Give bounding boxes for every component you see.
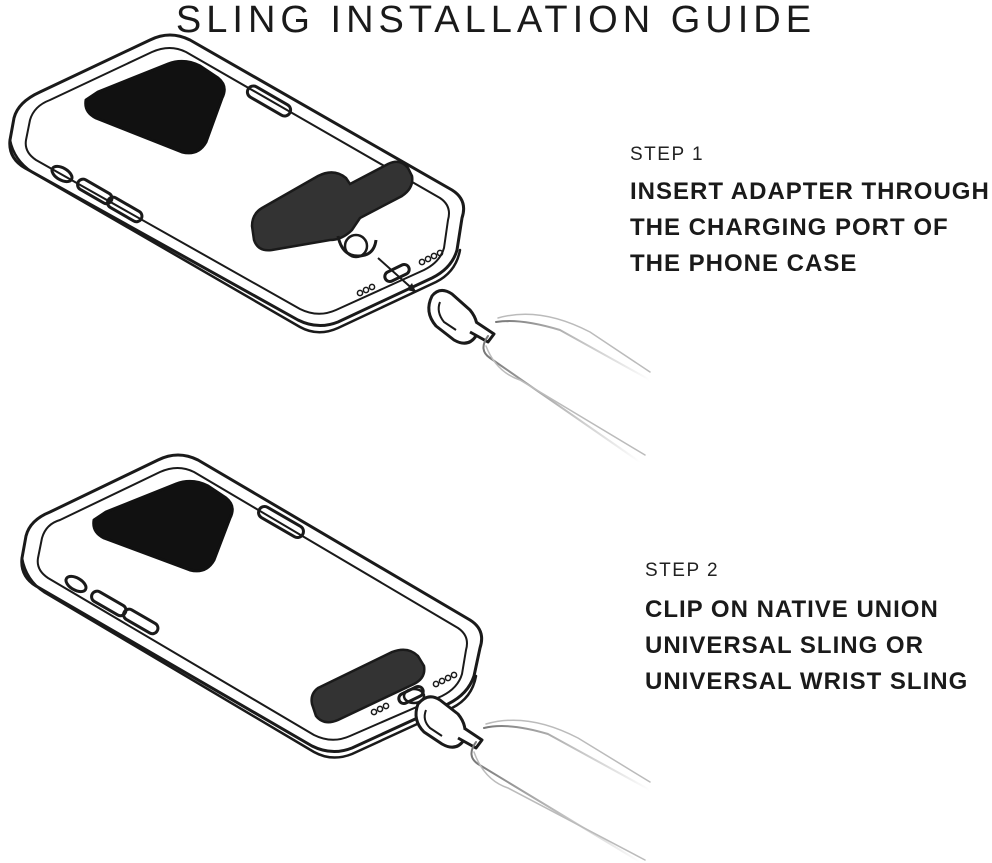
step-2-line: CLIP ON NATIVE UNION: [645, 596, 939, 623]
sling-clip-step1: [427, 289, 496, 345]
guide-title: SLING INSTALLATION GUIDE: [175, 0, 817, 41]
step-2-line: UNIVERSAL SLING OR: [645, 632, 924, 659]
phone-case-step2: [20, 453, 484, 759]
step-2-instructions: CLIP ON NATIVE UNION UNIVERSAL SLING OR …: [645, 592, 968, 700]
step-1-label: STEP 1: [630, 144, 705, 165]
step-1-line: THE CHARGING PORT OF: [630, 214, 949, 241]
step-1-line: INSERT ADAPTER THROUGH: [630, 178, 990, 205]
sling-strap-step1: [482, 313, 651, 463]
step-2-line: UNIVERSAL WRIST SLING: [645, 668, 969, 695]
step-1-instructions: INSERT ADAPTER THROUGH THE CHARGING PORT…: [630, 174, 990, 282]
sling-adapter-step2: [310, 648, 426, 724]
phone-case-step1: [8, 33, 466, 334]
sling-adapter-step1: [250, 160, 414, 259]
step-1-line: THE PHONE CASE: [630, 250, 858, 277]
step-2-label: STEP 2: [645, 560, 720, 581]
sling-strap-step2: [470, 719, 651, 863]
